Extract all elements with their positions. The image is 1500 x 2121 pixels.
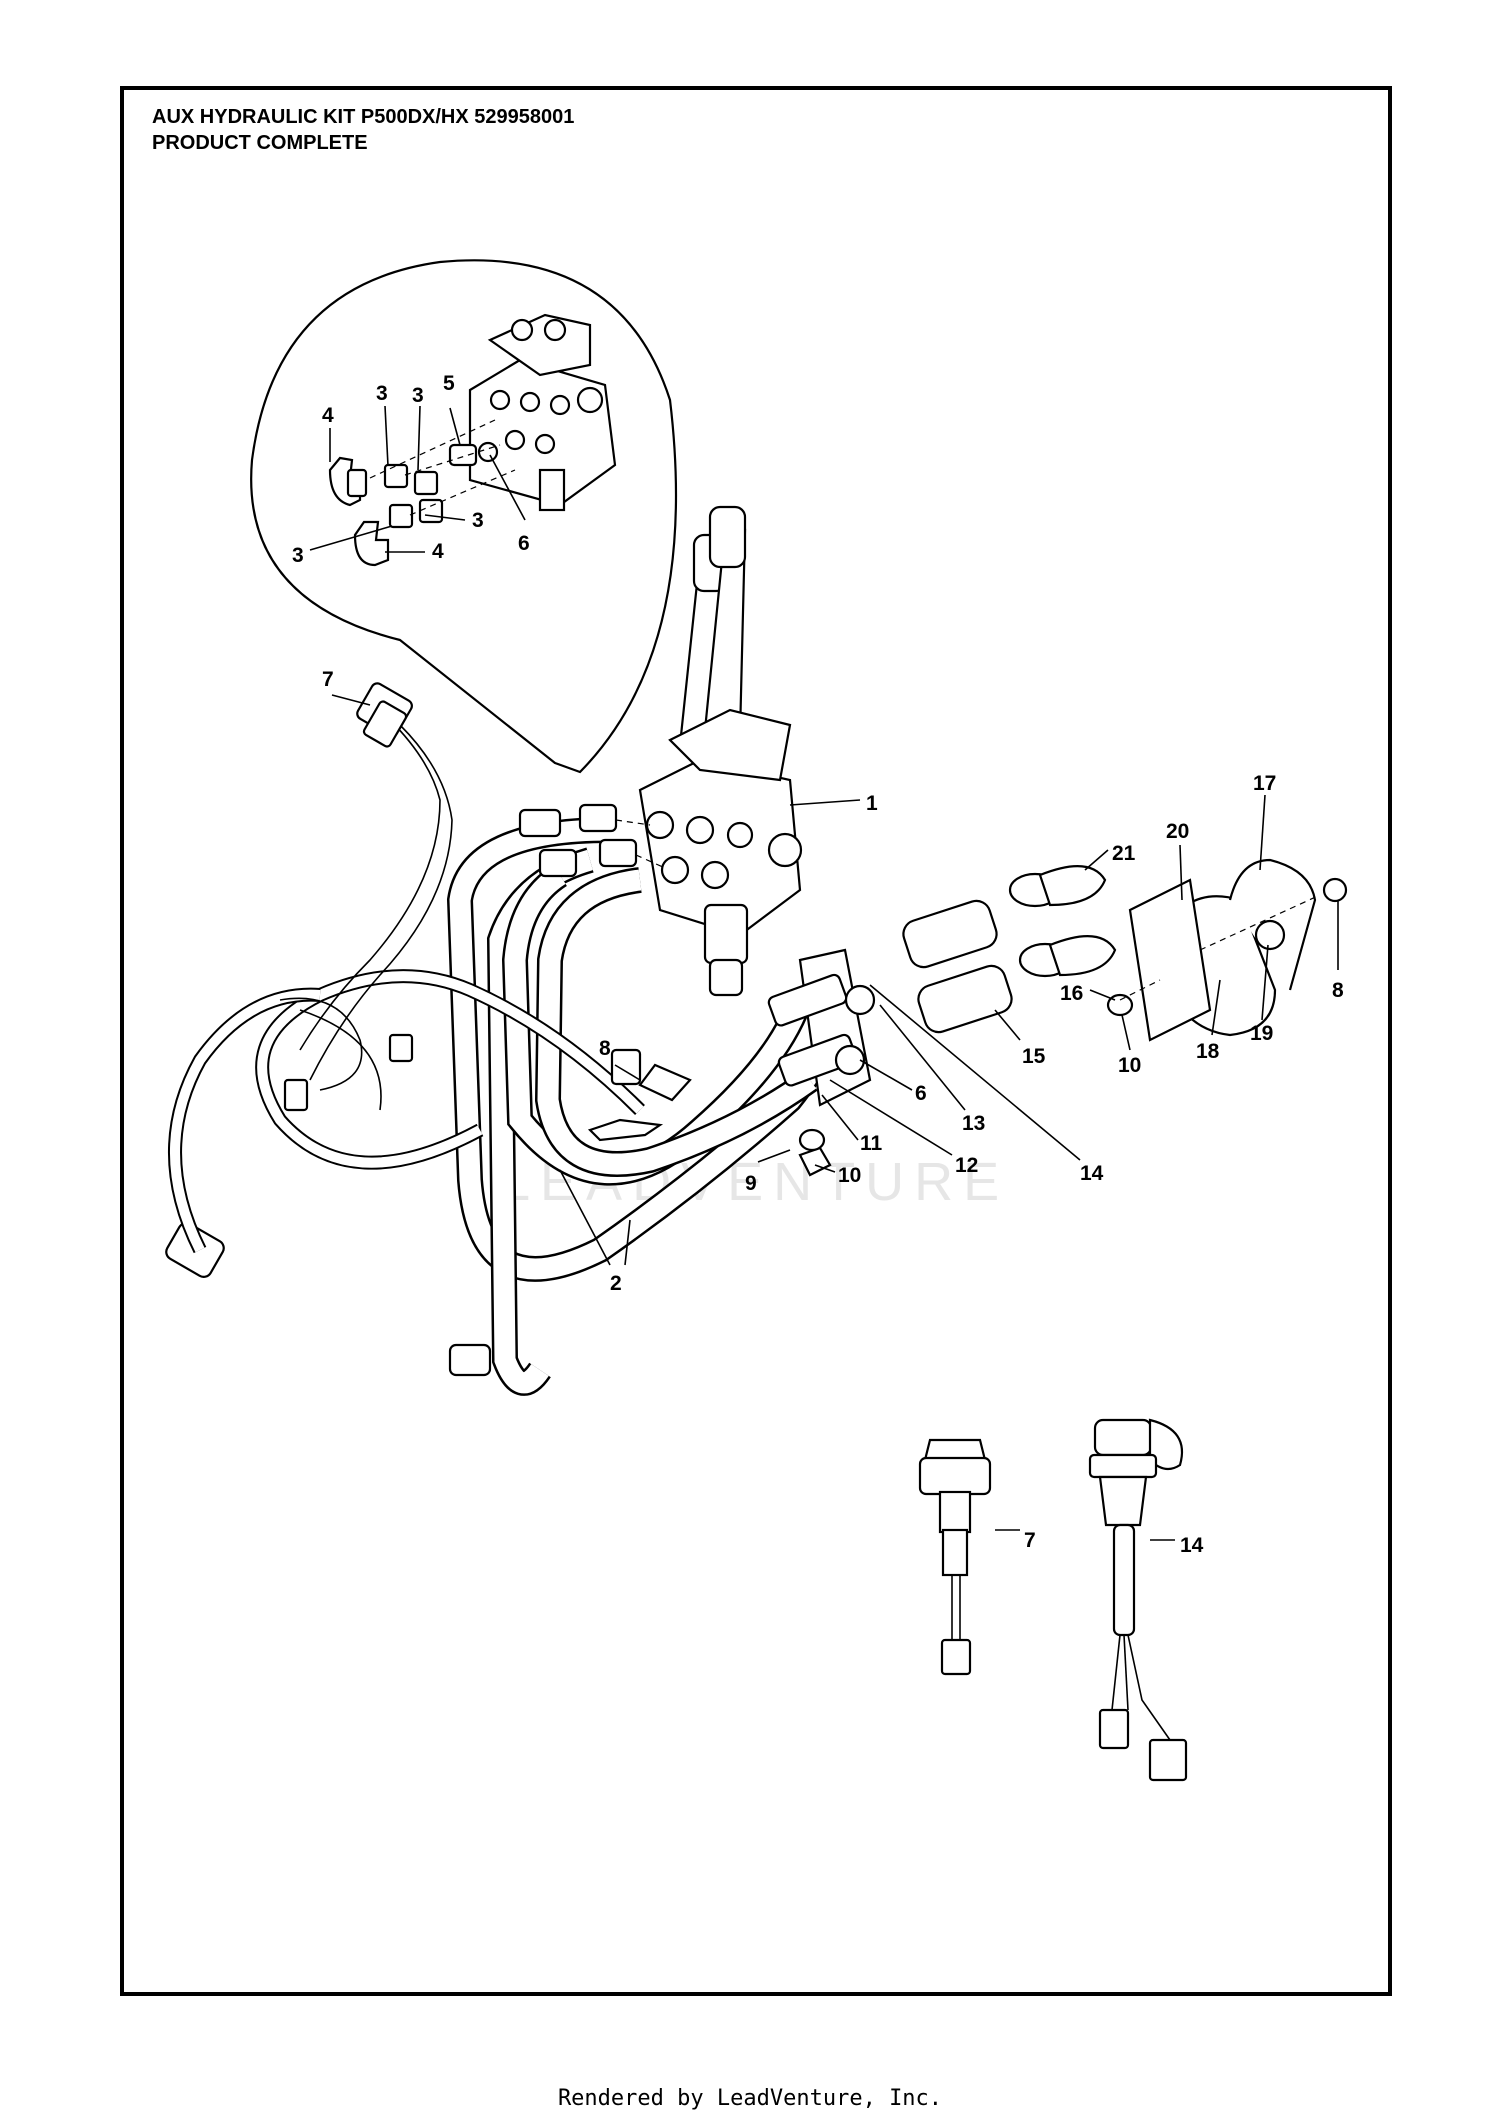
callout-5-detail: 5 — [443, 372, 455, 395]
coupler-bracket-assembly — [587, 948, 876, 1177]
callout-14-outlet-detail: 14 — [1180, 1534, 1204, 1557]
callout-7: 7 — [322, 668, 334, 691]
valve-levers — [678, 505, 747, 747]
callout-3-detail-1: 3 — [376, 382, 388, 405]
callout-3-detail-2: 3 — [412, 384, 424, 407]
diagram-frame — [120, 86, 1392, 1996]
callout-3-detail-4: 3 — [292, 544, 304, 567]
callout-12: 12 — [955, 1154, 978, 1177]
callout-10-bottom: 10 — [838, 1164, 861, 1187]
callout-7-switch-detail: 7 — [1024, 1529, 1036, 1552]
callout-9: 9 — [745, 1172, 757, 1195]
detail-valve-body — [468, 313, 617, 512]
rocker-switch-detail — [918, 1438, 1020, 1676]
callout-18: 18 — [1196, 1040, 1220, 1063]
wiring-harness — [168, 682, 645, 1254]
hydraulic-hose-assembly — [165, 817, 842, 1396]
leader-lines — [309, 405, 1339, 1266]
callout-labels: 4 3 3 5 3 3 4 6 7 1 17 20 21 8 16 19 18 … — [292, 372, 1344, 1557]
title-line-2: PRODUCT COMPLETE — [152, 132, 368, 154]
callout-8-right: 8 — [1332, 979, 1344, 1002]
callout-2: 2 — [610, 1272, 622, 1295]
footer-credit: Rendered by LeadVenture, Inc. — [557, 2086, 943, 2111]
callout-14: 14 — [1080, 1162, 1104, 1185]
callout-13: 13 — [962, 1112, 985, 1135]
power-outlet-detail — [1088, 1418, 1188, 1782]
valve-port-fittings — [518, 803, 666, 878]
callout-1: 1 — [866, 792, 878, 815]
callout-6-detail: 6 — [518, 532, 530, 555]
callout-11: 11 — [860, 1132, 883, 1155]
callout-4-detail-bottom: 4 — [432, 540, 444, 563]
callout-17: 17 — [1253, 772, 1276, 795]
callout-3-detail-3: 3 — [472, 509, 484, 532]
detail-fitting-set — [328, 419, 516, 567]
callout-8-left: 8 — [599, 1037, 611, 1060]
title-line-1: AUX HYDRAULIC KIT P500DX/HX 529958001 — [152, 106, 575, 128]
callout-19: 19 — [1250, 1022, 1273, 1045]
diagram-title: AUX HYDRAULIC KIT P500DX/HX 529958001 PR… — [152, 104, 574, 156]
callout-20: 20 — [1166, 820, 1189, 843]
detail-callout-bubble — [250, 259, 678, 774]
quick-couplers — [902, 865, 1117, 1034]
callout-4-detail-top: 4 — [322, 404, 334, 427]
callout-15: 15 — [1022, 1045, 1046, 1068]
callout-21: 21 — [1112, 842, 1136, 865]
control-valve-main — [638, 708, 803, 997]
callout-16: 16 — [1060, 982, 1083, 1005]
callout-10-right: 10 — [1118, 1054, 1141, 1077]
callout-6: 6 — [915, 1082, 927, 1105]
mounting-plate-and-handle — [798, 858, 1348, 1152]
